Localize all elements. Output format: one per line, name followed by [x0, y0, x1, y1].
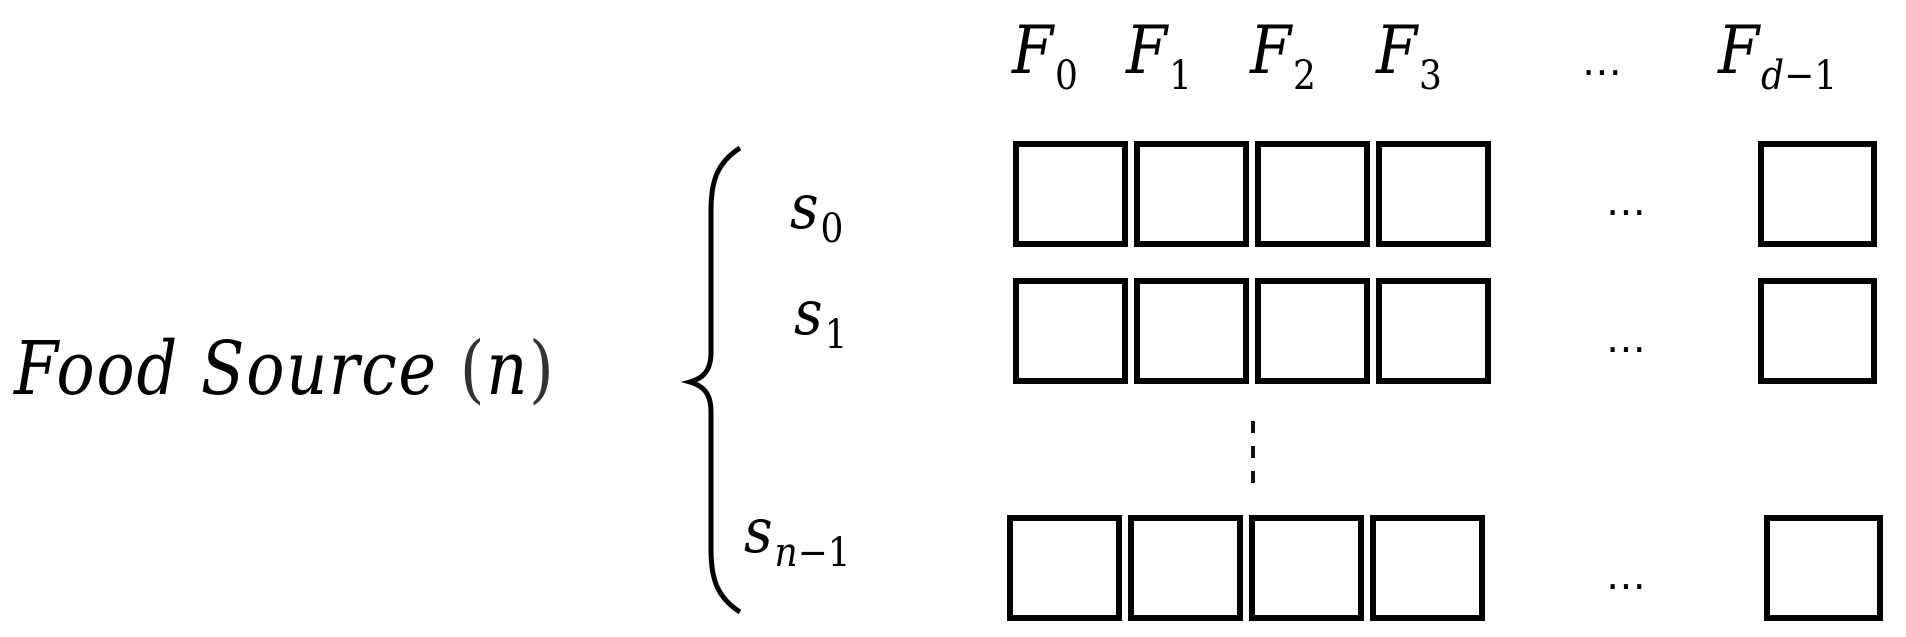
- row-label-sub-var: n: [774, 530, 798, 576]
- row-label-sub: n−1: [774, 530, 850, 576]
- column-header-sub-var: d: [1761, 53, 1785, 99]
- cell-s-n-minus-1-f1: [1128, 515, 1243, 621]
- row-0-ellipsis: ⋯: [1606, 189, 1648, 235]
- cell-s0-f1: [1134, 141, 1249, 247]
- column-header-base: F: [1376, 12, 1418, 89]
- curly-brace-icon: [680, 145, 742, 615]
- cell-s-n-minus-1-f-d-minus-1: [1764, 515, 1883, 621]
- column-header-f3: F3: [1376, 18, 1442, 99]
- cell-s-n-minus-1-f3: [1370, 515, 1485, 621]
- cell-s0-f2: [1255, 141, 1370, 247]
- column-header-sub: 2: [1293, 53, 1316, 99]
- column-header-sub: d−1: [1761, 53, 1837, 99]
- cell-s1-f1: [1134, 278, 1249, 384]
- cell-s-n-minus-1-f2: [1249, 515, 1364, 621]
- row-label-base: s: [790, 170, 819, 243]
- row-label-sub: 0: [820, 206, 844, 252]
- cell-s1-f3: [1376, 278, 1491, 384]
- cell-s-n-minus-1-f0: [1007, 515, 1122, 621]
- cell-s1-f2: [1255, 278, 1370, 384]
- column-header-base: F: [1126, 12, 1168, 89]
- column-header-sub: 0: [1055, 53, 1078, 99]
- column-header-sub: 3: [1419, 53, 1442, 99]
- column-header-f1: F1: [1126, 18, 1192, 99]
- cell-s1-f0: [1013, 278, 1128, 384]
- column-header-f0: F0: [1012, 18, 1078, 99]
- column-header-f2: F2: [1250, 18, 1316, 99]
- food-source-label: Food Source (n): [14, 332, 556, 406]
- column-header-ellipsis: ⋯: [1582, 49, 1624, 95]
- row-label-sub: 1: [824, 312, 848, 358]
- column-header-sub-rest: −1: [1784, 53, 1838, 99]
- row-label-base: s: [794, 276, 823, 349]
- vertical-ellipsis: [1251, 421, 1255, 496]
- column-header-f-d-minus-1: Fd−1: [1718, 18, 1837, 99]
- row-label-sub-rest: −1: [797, 530, 851, 576]
- row-label-s1: s1: [794, 282, 848, 358]
- row-last-ellipsis: ⋯: [1606, 563, 1648, 609]
- column-header-base: F: [1250, 12, 1292, 89]
- row-label-s0: s0: [790, 176, 844, 252]
- cell-s0-f-d-minus-1: [1758, 141, 1877, 247]
- close-paren: ): [529, 326, 556, 412]
- open-paren: (: [459, 326, 487, 412]
- row-label-s-n-minus-1: sn−1: [744, 500, 851, 576]
- column-header-sub: 1: [1169, 53, 1192, 99]
- cell-s1-f-d-minus-1: [1758, 278, 1877, 384]
- row-1-ellipsis: ⋯: [1606, 326, 1648, 372]
- cell-s0-f0: [1013, 141, 1128, 247]
- n-variable: n: [486, 326, 530, 412]
- cell-s0-f3: [1376, 141, 1491, 247]
- column-header-base: F: [1012, 12, 1054, 89]
- food-source-text: Food Source: [14, 326, 438, 412]
- column-header-base: F: [1718, 12, 1760, 89]
- row-label-base: s: [744, 494, 773, 567]
